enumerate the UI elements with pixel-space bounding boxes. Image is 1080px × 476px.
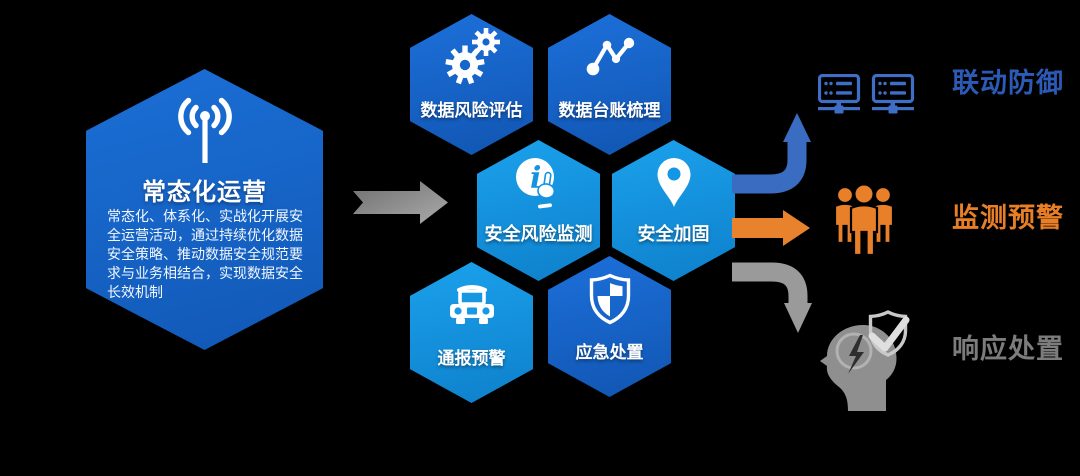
main-flow-arrow [353, 181, 448, 224]
description-line: 常态化、体系化、实战化开展安 [107, 208, 303, 224]
hex-notification-warning: 通报预警 [410, 262, 533, 403]
label-response-disposal: 响应处置 [952, 334, 1064, 364]
arrow-down-response-disposal [732, 262, 812, 333]
hex-label: 应急处置 [575, 343, 644, 362]
description-line: 长效机制 [107, 284, 163, 300]
hex-normalized-operations: 常态化运营 常态化、体系化、实战化开展安 全运营活动，通过持续优化数据 安全策略… [86, 69, 323, 350]
car-icon [410, 276, 533, 334]
location-pin-icon [612, 154, 735, 212]
hex-security-hardening: 安全加固 [612, 140, 735, 281]
label-linked-defense: 联动防御 [952, 68, 1064, 98]
arrow-up-linked-defense [732, 113, 811, 194]
hex-label: 安全加固 [637, 224, 710, 244]
people-group-icon [833, 183, 895, 257]
head-shield-icon [820, 310, 910, 411]
info-click-icon: i [477, 154, 600, 212]
hex-label: 通报预警 [437, 349, 506, 368]
hex-data-ledger-sorting: 数据台账梳理 [548, 14, 671, 155]
hex-data-risk-assessment: 数据风险评估 [410, 14, 533, 155]
hex-emergency-response: 应急处置 [548, 256, 671, 397]
main-hex-title: 常态化运营 [142, 179, 267, 206]
description-line: 全运营活动，通过持续优化数据 [107, 227, 303, 243]
gears-icon [410, 28, 533, 86]
hex-label: 安全风险监测 [484, 224, 593, 244]
hex-label: 数据风险评估 [420, 101, 523, 120]
description-line: 安全策略、推动数据安全规范要 [107, 246, 303, 262]
main-hex-description: 常态化、体系化、实战化开展安 全运营活动，通过持续优化数据 安全策略、推动数据安… [107, 207, 303, 302]
svg-text:i: i [530, 161, 541, 196]
hex-security-risk-monitoring: i 安全风险监测 [477, 140, 600, 281]
description-line: 求与业务相结合，实现数据安全 [107, 265, 303, 281]
label-monitoring-warning: 监测预警 [952, 203, 1064, 233]
network-servers-icon [818, 74, 915, 114]
broadcast-antenna-icon [177, 97, 232, 163]
shield-check-icon [548, 270, 671, 328]
hex-label: 数据台账梳理 [558, 101, 661, 120]
branch-arrows [732, 113, 812, 333]
share-nodes-icon [548, 28, 671, 86]
arrow-right-monitoring-warning [732, 210, 810, 246]
